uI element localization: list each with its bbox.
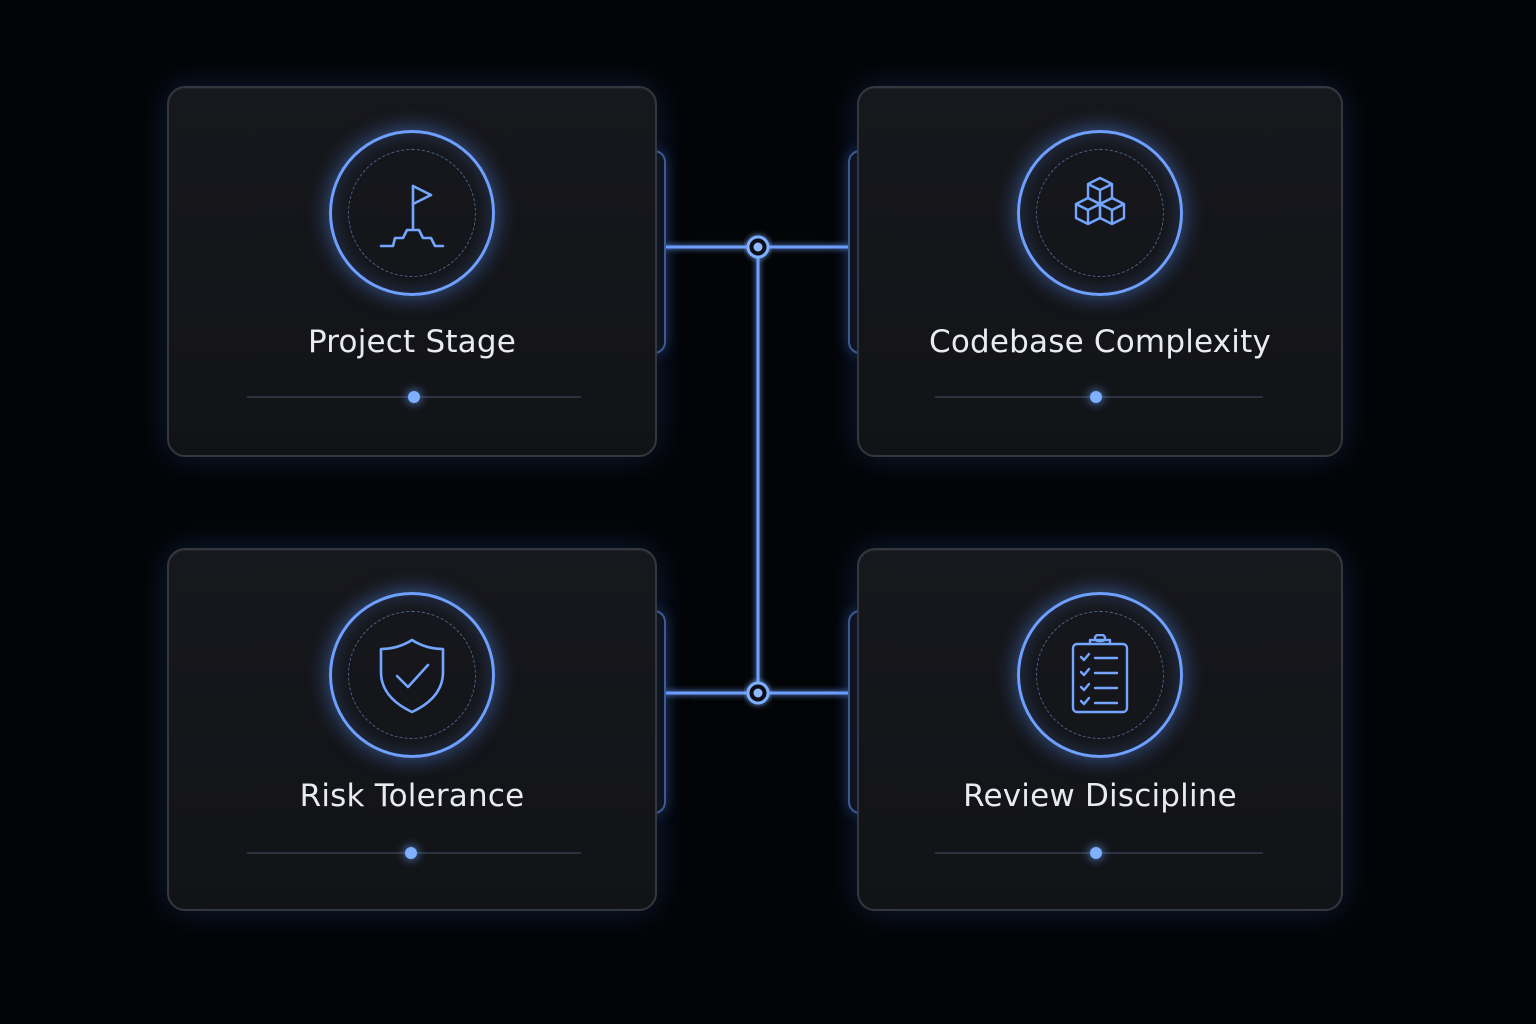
icon-ring <box>329 130 495 296</box>
progress-knob[interactable] <box>404 847 417 859</box>
progress-track[interactable] <box>935 847 1263 859</box>
progress-track[interactable] <box>935 391 1263 403</box>
card-title: Review Discipline <box>963 778 1237 814</box>
progress-knob[interactable] <box>1089 391 1102 403</box>
card-project-stage[interactable]: Project Stage <box>167 86 657 457</box>
card-risk-tolerance[interactable]: Risk Tolerance <box>167 548 657 911</box>
icon-ring <box>1017 130 1183 296</box>
card-title: Project Stage <box>307 324 517 360</box>
flag-on-summit-icon <box>379 184 445 248</box>
card-review-discipline[interactable]: Review Discipline <box>857 548 1343 911</box>
checklist-clipboard-icon <box>1071 634 1129 714</box>
progress-knob[interactable] <box>408 391 420 403</box>
hub-node-top <box>746 235 770 259</box>
card-title: Codebase Complexity <box>929 324 1271 360</box>
card-title: Risk Tolerance <box>299 778 525 814</box>
hub-node-bottom <box>746 681 770 705</box>
progress-track[interactable] <box>247 391 581 403</box>
icon-ring <box>329 592 495 758</box>
stacked-cubes-icon <box>1074 176 1126 226</box>
icon-ring <box>1017 592 1183 758</box>
progress-track[interactable] <box>247 847 581 859</box>
shield-check-icon <box>379 638 445 714</box>
progress-knob[interactable] <box>1089 847 1102 859</box>
card-codebase-complexity[interactable]: Codebase Complexity <box>857 86 1343 457</box>
